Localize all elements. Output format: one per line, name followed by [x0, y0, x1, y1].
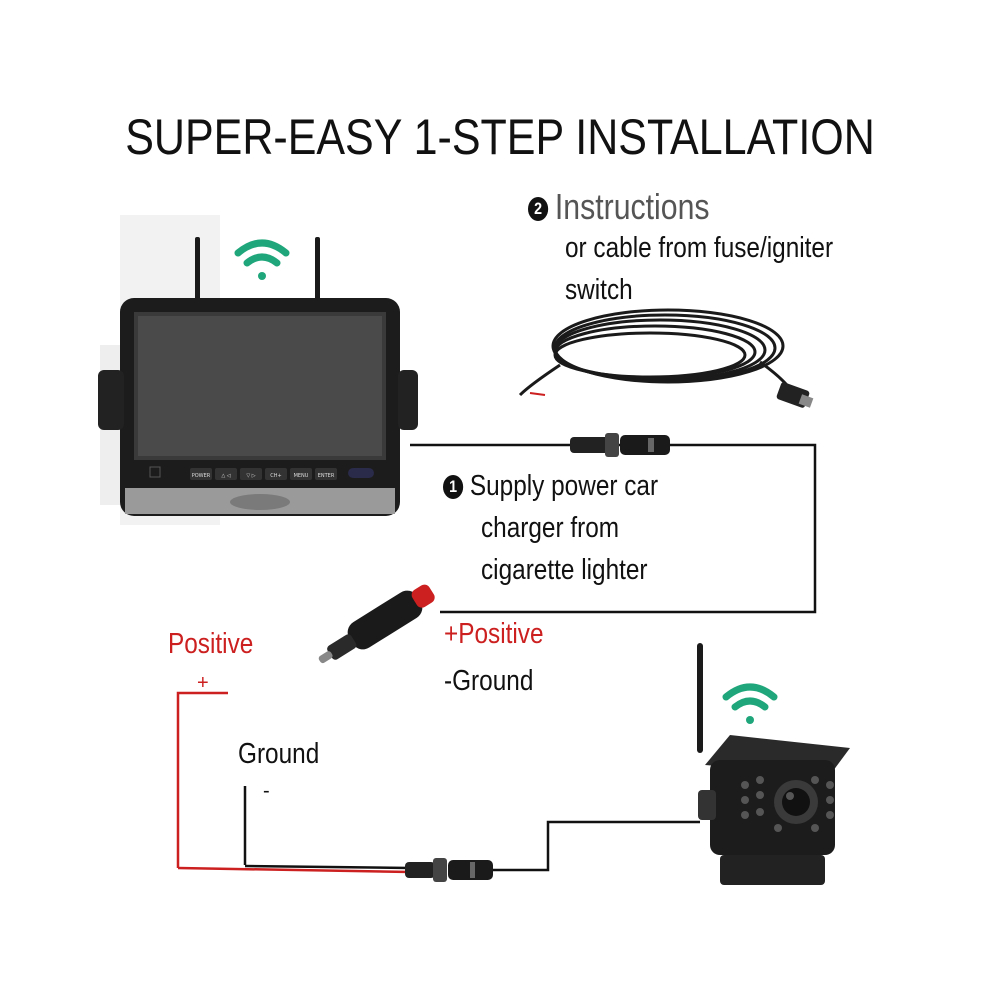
positive-label-left: Positive [168, 628, 254, 660]
instructions-line: or cable from fuse/igniter [565, 232, 834, 264]
wifi-icon [234, 239, 290, 280]
step-1-line: cigarette lighter [481, 554, 648, 586]
dc-plug-tip [798, 394, 814, 408]
connector-bottom [405, 858, 493, 882]
ground-wire-bottom [244, 864, 411, 870]
ground-label-mid: -Ground [444, 665, 534, 697]
monitor-button-label: ENTER [318, 473, 335, 479]
camera-wire [490, 820, 700, 872]
page-title: SUPER-EASY 1-STEP INSTALLATION [125, 109, 875, 165]
step-1-text: Supply power car [469, 470, 659, 502]
monitor-button [290, 468, 312, 480]
monitor-button-row [190, 468, 337, 480]
coiled-cable [518, 308, 794, 397]
plus-sign: + [197, 672, 209, 694]
monitor-button-label: △ ◁ [221, 473, 230, 479]
monitor-button-label: POWER [192, 473, 211, 479]
step-2-badge: 2 [528, 197, 549, 222]
camera-antenna [697, 643, 703, 753]
positive-wire-bottom [177, 866, 411, 874]
monitor-button-label: MENU [294, 473, 309, 479]
step-1-badge: 1 [443, 475, 464, 500]
monitor-button [315, 468, 337, 480]
monitor [98, 237, 418, 516]
instructions-line: switch [565, 274, 633, 306]
monitor-button-label: CH+ [270, 473, 281, 479]
cigarette-lighter-plug [318, 584, 435, 664]
monitor-antenna-left [195, 237, 200, 307]
positive-wire [176, 691, 228, 868]
connector-top [570, 433, 670, 457]
step-1-line: charger from [481, 512, 620, 544]
ground-label-left: Ground [238, 738, 320, 770]
monitor-antenna-right [315, 237, 320, 307]
monitor-knob-left [98, 370, 124, 430]
monitor-button [215, 468, 237, 480]
minus-sign: - [263, 780, 270, 802]
positive-label-mid: +Positive [444, 618, 544, 650]
monitor-button [190, 468, 212, 480]
monitor-button-label: ▽ ▷ [246, 473, 255, 479]
monitor-knob-right [398, 370, 418, 430]
instructions-heading-text: Instructions [554, 186, 710, 227]
wifi-icon [722, 683, 778, 724]
monitor-button [240, 468, 262, 480]
camera [697, 643, 850, 885]
monitor-button [265, 468, 287, 480]
